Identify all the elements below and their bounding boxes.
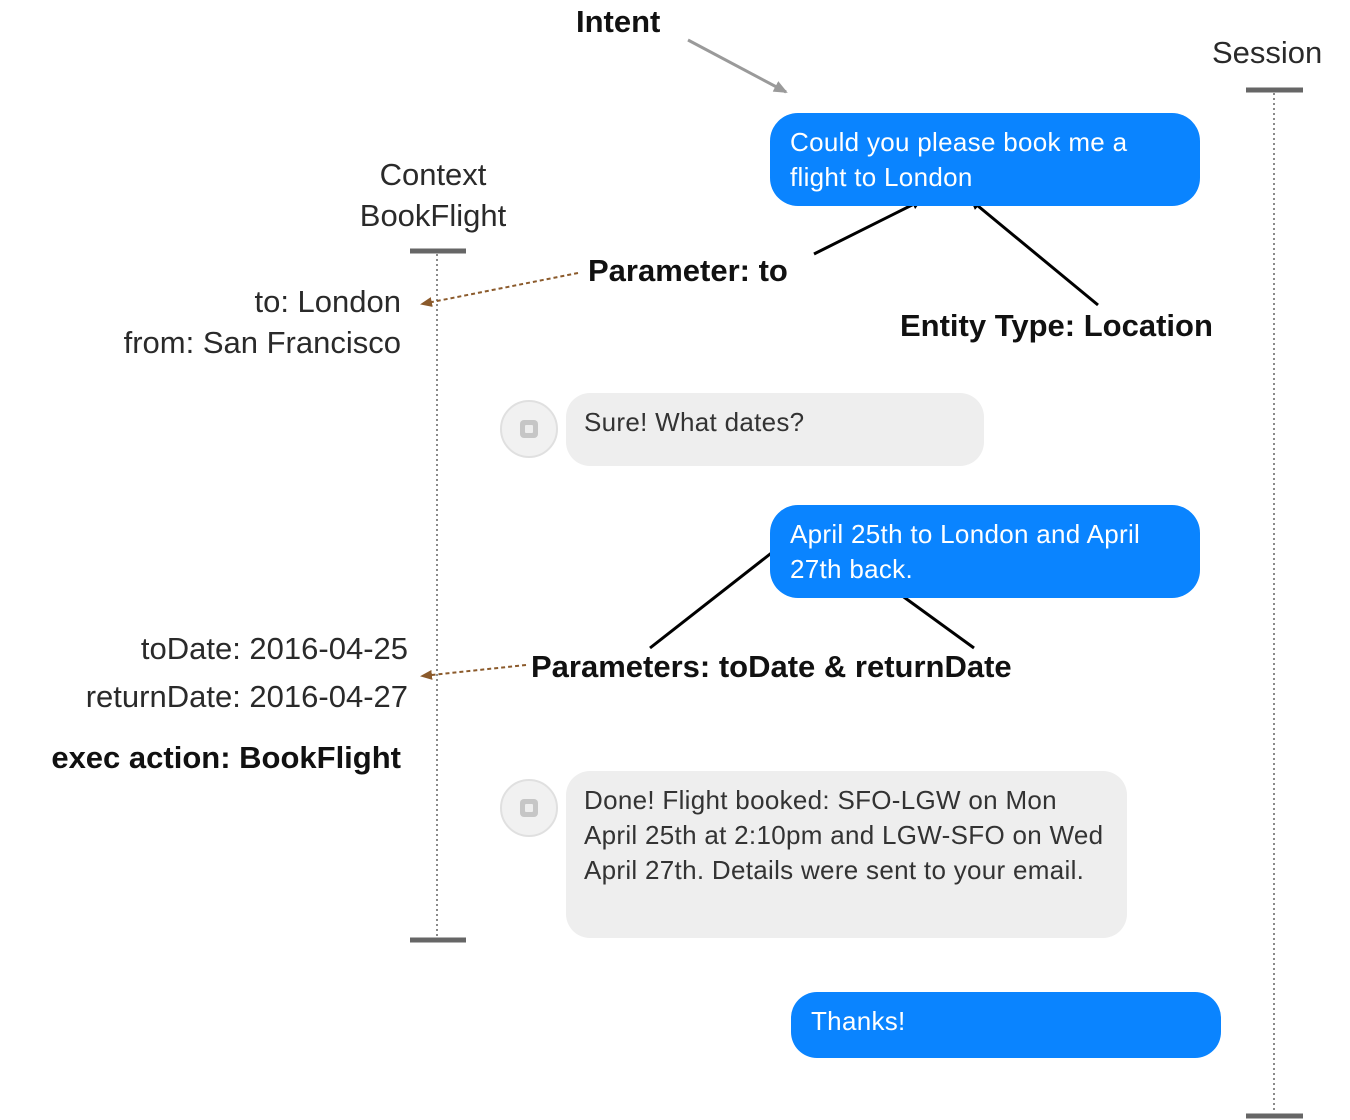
session-label: Session bbox=[1212, 35, 1323, 70]
context-param-to-date: toDate: 2016-04-25 bbox=[140, 631, 408, 666]
intent-arrow bbox=[687, 38, 788, 94]
context-label: Context BookFlight bbox=[330, 154, 536, 236]
entity-type-arrow bbox=[970, 199, 1099, 307]
entity-type-label: Entity Type: Location bbox=[900, 308, 1213, 343]
user-message-3: Thanks! bbox=[791, 992, 1221, 1058]
session-timeline bbox=[1246, 87, 1303, 1119]
intent-label: Intent bbox=[576, 4, 661, 39]
parameter-to-label: Parameter: to bbox=[588, 253, 788, 288]
parameter-to-arrow bbox=[813, 199, 922, 256]
context-param-to: to: London bbox=[254, 284, 401, 319]
bot-message-2: Done! Flight booked: SFO-LGW on Mon Apri… bbox=[566, 771, 1127, 938]
user-message-1: Could you please book me a flight to Lon… bbox=[770, 113, 1200, 206]
parameters-dates-label: Parameters: toDate & returnDate bbox=[531, 649, 1012, 684]
context-title: Context bbox=[379, 157, 487, 192]
context-name: BookFlight bbox=[359, 198, 507, 233]
bot-avatar-icon bbox=[500, 400, 558, 458]
to-date-arrow bbox=[649, 538, 790, 650]
context-param-from: from: San Francisco bbox=[123, 325, 401, 360]
user-message-2: April 25th to London and April 27th back… bbox=[770, 505, 1200, 598]
exec-action-label: exec action: BookFlight bbox=[51, 740, 401, 775]
bot-avatar-icon bbox=[500, 779, 558, 837]
context-timeline bbox=[410, 248, 466, 943]
context-param-return-date: returnDate: 2016-04-27 bbox=[85, 679, 408, 714]
bot-message-1: Sure! What dates? bbox=[566, 393, 984, 466]
context-dates-pointer bbox=[420, 664, 527, 680]
context-to-pointer bbox=[420, 272, 579, 307]
